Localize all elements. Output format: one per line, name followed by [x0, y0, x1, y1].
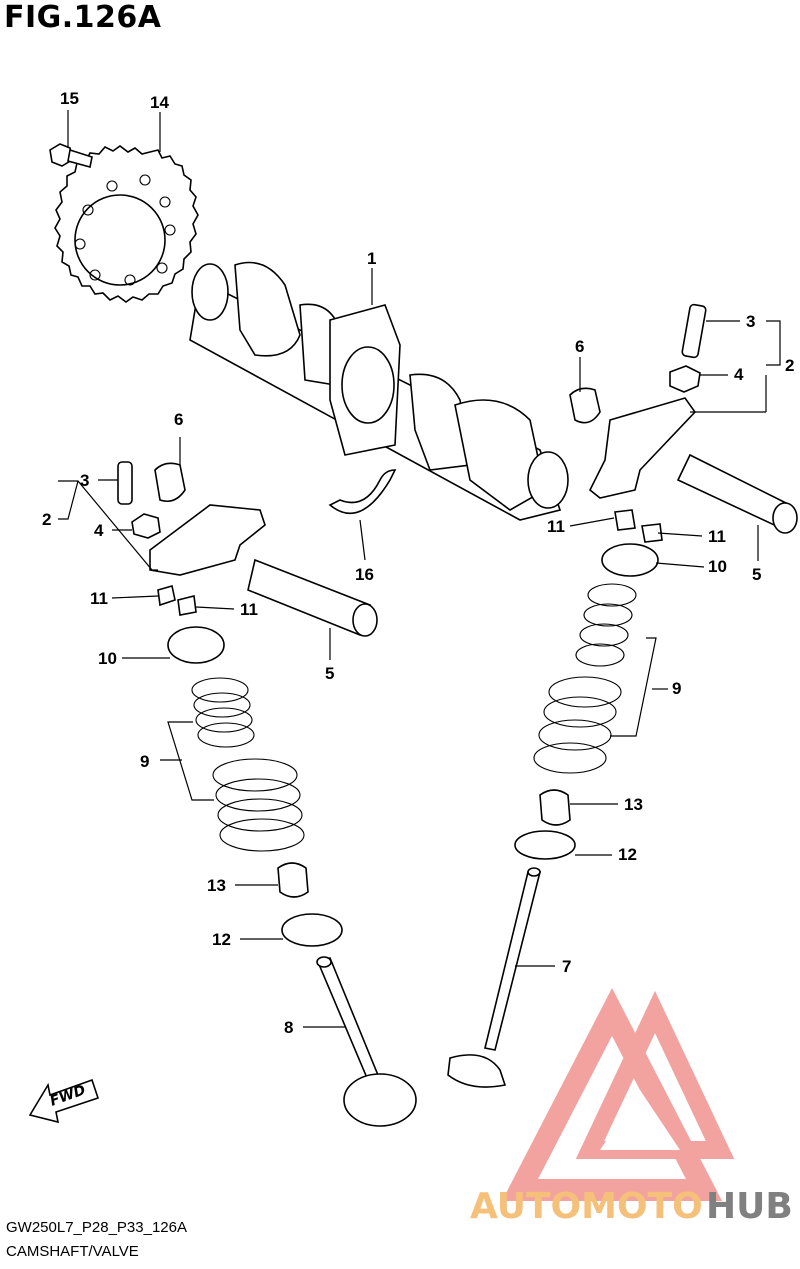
rocker-shaft-left: [247, 558, 378, 637]
callout-10-left: 10: [98, 649, 117, 668]
callout-3-left: 3: [80, 471, 89, 490]
callout-4-left: 4: [94, 521, 104, 540]
camshaft: [189, 261, 569, 521]
intake-valve: [447, 867, 542, 1088]
callout-15: 15: [60, 89, 79, 108]
diagram-code: GW250L7_P28_P33_126A: [6, 1219, 187, 1236]
rocker-arm-left: [117, 461, 266, 576]
valve-spring-inner-right: [575, 583, 637, 667]
callout-8: 8: [284, 1018, 293, 1037]
arrow-fwd-icon: FWD: [28, 1078, 100, 1124]
callout-5-left: 5: [325, 664, 334, 683]
callout-6-left: 6: [174, 410, 183, 429]
callout-9-left: 9: [140, 752, 149, 771]
callout-16: 16: [355, 565, 374, 584]
callout-4-right: 4: [734, 365, 744, 384]
spring-retainer-right: [601, 543, 659, 577]
callout-9-right: 9: [672, 679, 681, 698]
callout-11-left-b: 11: [240, 600, 258, 619]
sprocket-bolt: [49, 143, 93, 168]
valve-spring-outer-right: [533, 676, 622, 774]
valve-cotter-right-a: [614, 509, 636, 531]
rocker-shaft-right: [676, 453, 798, 534]
callout-7: 7: [562, 957, 571, 976]
callout-3-right: 3: [746, 312, 755, 331]
callout-12-left: 12: [212, 930, 231, 949]
diagram-name: CAMSHAFT/VALVE: [6, 1243, 139, 1260]
svg-text:HUB: HUB: [706, 1186, 793, 1227]
valve-cotter-left-a: [157, 584, 176, 607]
callout-11-right-b: 11: [708, 527, 726, 546]
callout-13-right: 13: [624, 795, 643, 814]
leader-lines: [58, 110, 781, 1028]
callout-1: 1: [367, 249, 376, 268]
camshaft-stopper: [328, 469, 397, 515]
callout-2-right: 2: [785, 356, 794, 375]
spring-retainer-left: [167, 626, 225, 664]
valve-stem-seal-right: [539, 789, 571, 826]
valve-stem-seal-left: [277, 862, 309, 898]
callout-labels: 15 14 1 6 3 4 2 11 11 10 5 9 13 12 7 6 3…: [42, 89, 794, 1037]
valve-cotter-right-b: [641, 523, 663, 543]
callout-2-left: 2: [42, 510, 51, 529]
callout-11-right-a: 11: [547, 517, 565, 536]
callout-6-right: 6: [575, 337, 584, 356]
rocker-arm-right: [569, 303, 707, 499]
valve-cotter-left-b: [177, 595, 197, 616]
callout-10-right: 10: [708, 557, 727, 576]
exhaust-valve: [316, 956, 417, 1127]
callout-14: 14: [150, 93, 169, 112]
cam-sprocket: [54, 145, 199, 303]
valve-spring-inner-left: [191, 677, 255, 748]
watermark-logo: [501, 988, 735, 1201]
spring-seat-right: [514, 830, 576, 860]
figure-title: FIG.126A: [4, 0, 162, 35]
svg-text:AUTOMOTO: AUTOMOTO: [470, 1186, 703, 1227]
valve-spring-outer-left: [212, 758, 305, 852]
callout-11-left-a: 11: [90, 589, 108, 608]
callout-12-right: 12: [618, 845, 637, 864]
callout-13-left: 13: [207, 876, 226, 895]
spring-seat-left: [281, 913, 343, 947]
callout-5-right: 5: [752, 565, 761, 584]
watermark-brand-text: AUTOMOTO HUB: [470, 1186, 793, 1227]
